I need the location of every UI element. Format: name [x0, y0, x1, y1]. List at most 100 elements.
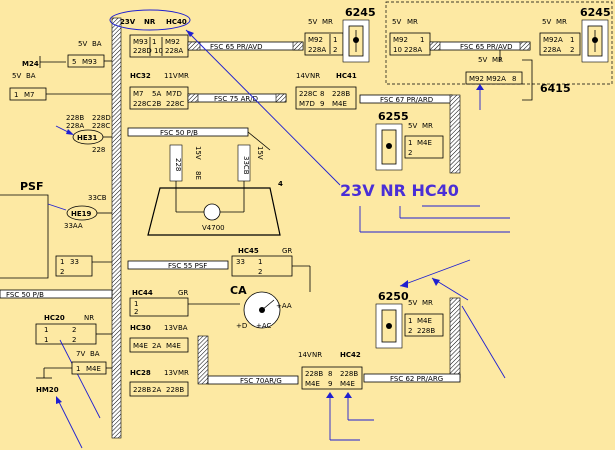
svg-text:M4E: M4E: [417, 139, 432, 147]
component-6245-right: [581, 19, 609, 63]
svg-text:+D: +D: [236, 322, 247, 330]
svg-text:5V: 5V: [542, 18, 551, 26]
label-6245-left: 6245: [345, 6, 376, 19]
svg-text:1: 1: [44, 326, 48, 334]
label-hc30: HC30: [130, 324, 151, 332]
label-fsc65: FSC 65 PR/AVD: [210, 43, 263, 51]
svg-text:M4E: M4E: [133, 342, 148, 350]
svg-text:228C: 228C: [92, 122, 110, 130]
svg-text:2: 2: [72, 336, 76, 344]
connector-hc32: M7 5A M7D 228C 2B 228C: [129, 86, 189, 110]
svg-text:M93: M93: [133, 38, 148, 46]
component-ca: [243, 291, 281, 329]
svg-text:8E: 8E: [194, 171, 202, 180]
label-4: 4: [278, 180, 283, 188]
svg-text:M92: M92: [393, 36, 408, 44]
svg-text:14V: 14V: [298, 351, 312, 359]
svg-text:M7D: M7D: [299, 100, 315, 108]
connector-hc30: M4E 2A M4E: [129, 337, 189, 353]
svg-text:MR: MR: [422, 299, 433, 307]
svg-text:M4E: M4E: [340, 380, 355, 388]
svg-text:2: 2: [72, 326, 76, 334]
svg-text:8: 8: [320, 90, 324, 98]
svg-text:5V: 5V: [78, 40, 87, 48]
svg-text:228B: 228B: [417, 327, 435, 335]
svg-text:M7D: M7D: [166, 90, 182, 98]
connector-hc45: 33 1 2: [231, 255, 293, 277]
svg-text:228A: 228A: [66, 122, 84, 130]
svg-text:33AA: 33AA: [64, 222, 83, 230]
svg-text:GR: GR: [178, 289, 188, 297]
harness-hc30-hc28: [197, 335, 209, 385]
svg-text:7V: 7V: [76, 350, 85, 358]
svg-text:1: 1: [408, 317, 412, 325]
connector-hc44: 1 2: [129, 297, 189, 317]
annotation-23v-nr-hc40: 23V NR HC40: [340, 181, 459, 200]
svg-text:NR: NR: [310, 72, 320, 80]
svg-text:M92: M92: [308, 36, 323, 44]
svg-text:8: 8: [512, 75, 516, 83]
harness-vertical-6255: [449, 94, 461, 174]
svg-text:HE19: HE19: [71, 210, 92, 218]
connector-m92-m92a: M92 M92A 8: [465, 71, 523, 85]
svg-text:FSC 65 PR/AVD: FSC 65 PR/AVD: [460, 43, 513, 51]
label-hc41: HC41: [336, 72, 357, 80]
svg-text:228B: 228B: [340, 370, 358, 378]
svg-text:M93: M93: [82, 58, 97, 66]
svg-text:5V: 5V: [12, 72, 21, 80]
label-hc32: HC32: [130, 72, 151, 80]
svg-text:228D: 228D: [92, 114, 111, 122]
harness-fsc62: [363, 373, 461, 383]
label-6255: 6255: [378, 110, 409, 123]
svg-text:MR: MR: [422, 122, 433, 130]
svg-text:M7: M7: [133, 90, 144, 98]
connector-hc20: 1 2 1 2: [35, 323, 97, 345]
svg-text:2: 2: [408, 149, 412, 157]
svg-text:FSC 67 PR/ARD: FSC 67 PR/ARD: [380, 96, 433, 104]
connector-33: 1 33 2: [55, 255, 93, 277]
svg-text:228: 228: [174, 158, 182, 171]
svg-text:FSC 55 PSF: FSC 55 PSF: [168, 262, 207, 270]
svg-text:5A: 5A: [152, 90, 161, 98]
svg-text:228B: 228B: [305, 370, 323, 378]
connector-7v-m4e: 1 M4E: [71, 361, 107, 375]
svg-text:2: 2: [60, 268, 64, 276]
svg-text:2: 2: [570, 46, 574, 54]
svg-text:M7: M7: [24, 91, 35, 99]
svg-text:M92: M92: [165, 38, 180, 46]
label-hc28: HC28: [130, 369, 151, 377]
label-hc44: HC44: [132, 289, 153, 297]
svg-text:11V: 11V: [164, 72, 178, 80]
svg-text:2: 2: [333, 46, 337, 54]
svg-text:5V: 5V: [308, 18, 317, 26]
svg-text:33CB: 33CB: [242, 156, 250, 175]
svg-text:15V: 15V: [256, 146, 264, 160]
svg-text:1: 1: [570, 36, 574, 44]
svg-text:228A: 228A: [308, 46, 326, 54]
svg-text:8: 8: [328, 370, 332, 378]
svg-text:1: 1: [134, 300, 138, 308]
svg-text:15V: 15V: [194, 146, 202, 160]
svg-text:GR: GR: [282, 247, 292, 255]
label-hm20: HM20: [36, 386, 59, 394]
svg-text:2B: 2B: [152, 100, 161, 108]
connector-m92-right: M92 1 10 228A: [389, 32, 431, 56]
svg-text:MR: MR: [178, 72, 189, 80]
harness-vertical-6250: [449, 297, 461, 379]
svg-text:10: 10: [154, 47, 163, 55]
label-m24: M24: [22, 60, 39, 68]
label-nr: NR: [144, 18, 156, 26]
svg-text:33CB: 33CB: [88, 194, 107, 202]
connector-hc41: 228C 8 228B M7D 9 M4E: [295, 86, 357, 110]
svg-text:BA: BA: [90, 350, 100, 358]
svg-text:10: 10: [393, 46, 402, 54]
svg-text:228B: 228B: [133, 386, 151, 394]
svg-text:9: 9: [328, 380, 332, 388]
label-psf: PSF: [20, 180, 44, 193]
svg-text:2A: 2A: [152, 342, 161, 350]
svg-text:NR: NR: [312, 351, 322, 359]
svg-text:5: 5: [72, 58, 76, 66]
label-hc42: HC42: [340, 351, 361, 359]
